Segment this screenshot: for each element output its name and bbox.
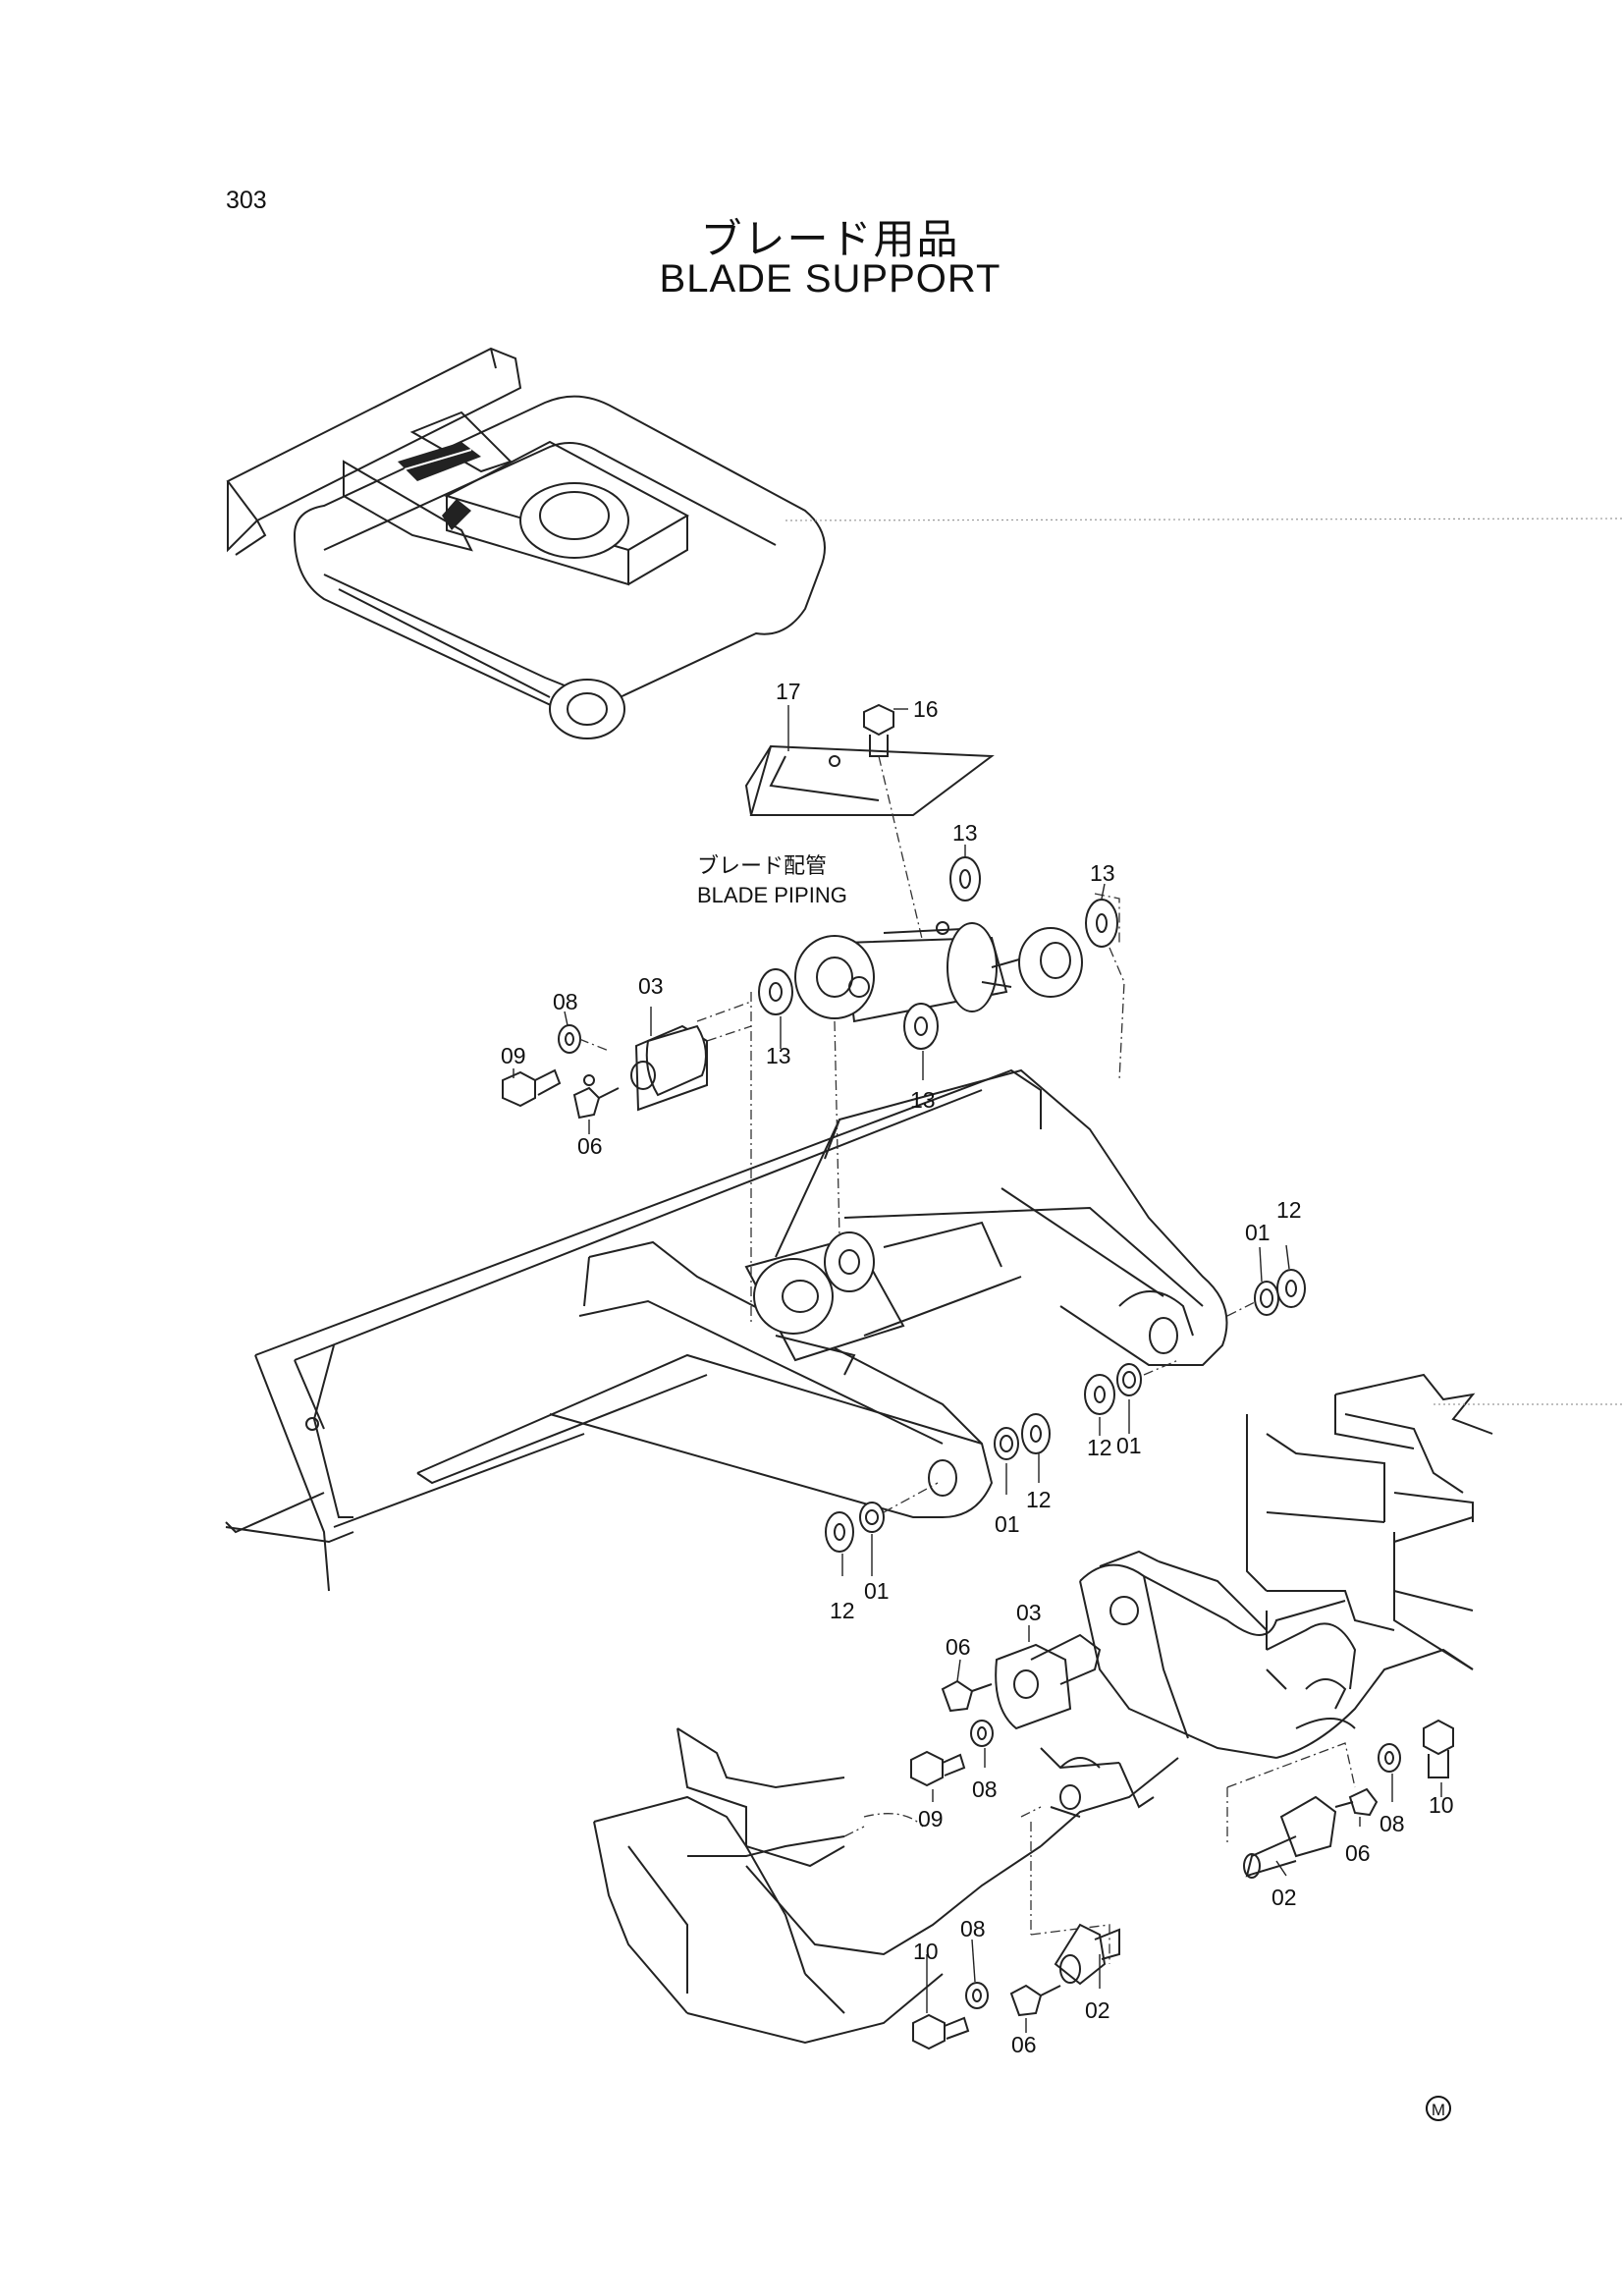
blade-cylinder (794, 921, 1083, 1023)
callout-03: 03 (1016, 1600, 1042, 1625)
bolt-10-right (1423, 1719, 1454, 1778)
callout-01: 01 (1245, 1220, 1271, 1245)
track-frame (593, 1373, 1623, 2045)
callout-13: 13 (766, 1043, 791, 1068)
callout-06: 06 (946, 1634, 971, 1660)
callout-13: 13 (1090, 860, 1115, 886)
page-number: 303 (226, 187, 267, 214)
svg-text:M: M (1432, 2101, 1445, 2119)
page-title: BLADE SUPPORT (659, 257, 1001, 301)
pin-03-upper (630, 1024, 752, 1112)
washer-08-lower (965, 1982, 989, 2009)
callout-06: 06 (577, 1133, 603, 1159)
bolt-10-lower (912, 2013, 970, 2050)
cover-plate (744, 744, 995, 816)
blade-assembly (225, 893, 1228, 1592)
washer-13-group (758, 856, 1118, 1050)
callout-03: 03 (638, 973, 664, 999)
callout-01: 01 (1116, 1433, 1142, 1458)
bolt-16 (863, 703, 924, 944)
machine-overview (226, 347, 1623, 739)
washer-08-upper (558, 1024, 610, 1054)
seal-pair-upper-right (1226, 1269, 1306, 1317)
callout-06: 06 (1011, 2032, 1037, 2057)
callout-02: 02 (1085, 1997, 1110, 2023)
callout-09: 09 (501, 1043, 526, 1068)
callout-16: 16 (913, 696, 939, 722)
callout-13: 13 (952, 820, 978, 846)
grease-06-upper (572, 1074, 620, 1120)
seal-pair-mid-right (1084, 1359, 1179, 1415)
callout-02: 02 (1271, 1885, 1297, 1910)
callout-01: 01 (864, 1578, 890, 1604)
seal-pair-lower-left (825, 1482, 939, 1553)
callout-17: 17 (776, 679, 801, 704)
callout-08: 08 (960, 1916, 986, 1941)
grease-06-lower (1009, 1984, 1061, 2017)
pin-02-lower (1054, 1923, 1120, 1986)
washer-08-lower-left (970, 1720, 994, 1747)
pin-02-right (1243, 1795, 1337, 1879)
blade-piping-label: BLADE PIPING (697, 883, 847, 907)
callout-06: 06 (1345, 1840, 1371, 1866)
callout-13: 13 (910, 1087, 936, 1113)
bolt-09-lower (910, 1750, 966, 1787)
seal-pair-mid-left (994, 1413, 1051, 1460)
callout-12: 12 (830, 1598, 855, 1623)
pin-03-lower (995, 1633, 1102, 1730)
callout-08: 08 (972, 1777, 998, 1802)
callout-10: 10 (1429, 1792, 1454, 1818)
leader-lines (513, 705, 1442, 2033)
callout-08: 08 (553, 989, 578, 1014)
page-title-jp: ブレード用品 (700, 216, 960, 262)
bolt-09-upper (502, 1068, 562, 1108)
callout-08: 08 (1380, 1811, 1405, 1836)
callout-12: 12 (1087, 1435, 1112, 1460)
callout-12: 12 (1026, 1487, 1052, 1512)
callout-01: 01 (995, 1511, 1020, 1537)
callout-12: 12 (1276, 1197, 1302, 1223)
blade-piping-label-jp: ブレード配管 (697, 853, 827, 878)
circled-m-mark: M (1426, 2096, 1451, 2121)
grease-06-lower-left (941, 1679, 993, 1713)
grease-06-right (1334, 1787, 1379, 1817)
callout-10: 10 (913, 1939, 939, 1964)
callout-09: 09 (918, 1806, 944, 1831)
washer-08-right (1378, 1743, 1401, 1773)
